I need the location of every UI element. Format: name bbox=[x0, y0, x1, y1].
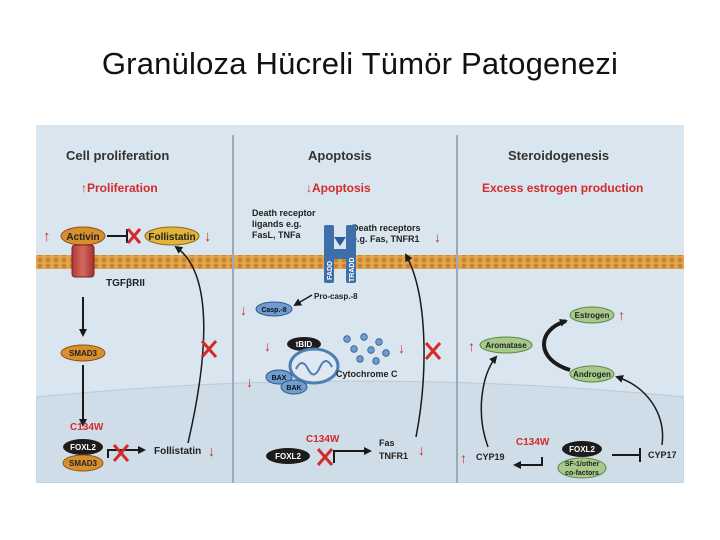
aromatase-label: Aromatase bbox=[485, 341, 527, 350]
tgfbrii-receptor bbox=[71, 244, 95, 278]
estrogen-pill bbox=[569, 306, 615, 324]
activin-label: Activin bbox=[66, 232, 99, 243]
down-arrow-tbid: ↓ bbox=[264, 338, 271, 354]
down-arrow-death-receptors: ↓ bbox=[434, 229, 441, 245]
effect-apoptosis: ↓Apoptosis bbox=[306, 181, 371, 195]
androgen-pill bbox=[569, 365, 615, 383]
header-steroidogenesis: Steroidogenesis bbox=[508, 148, 609, 163]
tbid-label: tBID bbox=[296, 340, 313, 349]
cytochrome-c-dots bbox=[343, 333, 390, 365]
bak-label: BAK bbox=[286, 385, 301, 392]
aromatase-pill bbox=[479, 336, 533, 354]
tnfr1-gene-label: TNFR1 bbox=[379, 451, 408, 461]
red-x-fas-gene bbox=[316, 448, 334, 466]
mitochondrion-icon bbox=[288, 347, 340, 385]
nucleus-membrane bbox=[36, 380, 684, 483]
up-arrow-activin: ↑ bbox=[43, 228, 51, 245]
pathogenesis-diagram: Cell proliferation ↑Proliferation ↑ Acti… bbox=[36, 125, 684, 483]
arrow-cyp19-to-aromatase bbox=[480, 355, 498, 448]
smad3-pill bbox=[60, 344, 106, 362]
smad3-label: SMAD3 bbox=[69, 349, 98, 358]
conversion-arrow bbox=[542, 318, 571, 372]
foxl2-pill-1 bbox=[63, 439, 103, 455]
bax-pill bbox=[265, 369, 293, 385]
foxl2-label-2: FOXL2 bbox=[275, 452, 301, 461]
cyp17-label: CYP17 bbox=[648, 450, 677, 460]
header-cell-proliferation: Cell proliferation bbox=[66, 148, 169, 163]
follistatin-gene-label: Follistatin bbox=[154, 446, 201, 457]
cytochrome-label: Cytochrome C bbox=[336, 369, 398, 379]
cofactor-pill bbox=[557, 457, 607, 479]
foxl2-label-3: FOXL2 bbox=[569, 445, 595, 454]
death-ligand-icon bbox=[334, 237, 346, 246]
cell-membrane bbox=[36, 255, 684, 269]
procasp-label: Pro-casp.-8 bbox=[314, 292, 358, 301]
feedback-arrow-death-receptors bbox=[405, 253, 425, 438]
tbid-pill bbox=[287, 337, 321, 351]
androgen-label: Androgen bbox=[573, 370, 611, 379]
up-arrow-cyp19: ↑ bbox=[460, 450, 467, 466]
red-x-follistatin-gene bbox=[112, 444, 130, 462]
foxl2-pill-2 bbox=[266, 448, 310, 464]
ligands-label-1: Death receptor bbox=[252, 208, 316, 218]
mitochondrion-cristae bbox=[295, 360, 333, 376]
ligands-label-2: ligands e.g. bbox=[252, 219, 302, 229]
promoter-arrow-3 bbox=[513, 457, 543, 469]
ligands-label-3: FasL, TNFa bbox=[252, 230, 302, 240]
down-arrow-cytochrome: ↓ bbox=[398, 340, 405, 356]
down-arrow-follistatin: ↓ bbox=[204, 228, 212, 245]
red-x-feedback-1 bbox=[200, 340, 218, 358]
bax-label: BAX bbox=[272, 375, 287, 382]
foxl2-pill-3 bbox=[562, 441, 602, 457]
header-apoptosis: Apoptosis bbox=[308, 148, 372, 163]
mutation-c134w-2: C134W bbox=[306, 434, 340, 445]
feedback-arrow-follistatin bbox=[174, 245, 205, 444]
estrogen-label: Estrogen bbox=[575, 311, 610, 320]
bak-pill bbox=[280, 379, 308, 395]
down-arrow-follistatin-gene: ↓ bbox=[208, 443, 215, 459]
arrow-procasp-to-casp8 bbox=[293, 294, 313, 307]
arrow-cyp17-to-androgen bbox=[615, 375, 664, 446]
fadd-label: FADD bbox=[327, 261, 334, 280]
down-arrow-casp8: ↓ bbox=[240, 302, 247, 318]
promoter-arrow-2 bbox=[333, 447, 372, 463]
follistatin-label: Follistatin bbox=[148, 232, 195, 243]
smad3-nucleus-label: SMAD3 bbox=[69, 459, 98, 468]
down-arrow-bax: ↓ bbox=[246, 374, 253, 390]
receptors-label-2: e.g. Fas, TNFR1 bbox=[352, 234, 420, 244]
receptors-label-1: Death receptors bbox=[352, 223, 421, 233]
casp8-pill bbox=[255, 301, 293, 317]
promoter-arrow-1 bbox=[107, 446, 146, 458]
casp8-label: Casp.-8 bbox=[261, 307, 286, 314]
tradd-label: TRADD bbox=[349, 258, 356, 283]
death-receptor-base bbox=[324, 249, 356, 259]
red-x-activin bbox=[126, 228, 142, 244]
cofactor-label-1: SF-1/other bbox=[565, 461, 600, 468]
tgfbrii-label: TGFβRII bbox=[106, 278, 145, 289]
follistatin-pill bbox=[144, 226, 200, 246]
slide-title: Granüloza Hücreli Tümör Patogenezi bbox=[101, 46, 619, 81]
mutation-c134w-3: C134W bbox=[516, 437, 550, 448]
effect-estrogen: Excess estrogen production bbox=[482, 181, 643, 195]
red-x-feedback-2 bbox=[424, 342, 442, 360]
up-arrow-estrogen: ↑ bbox=[618, 307, 625, 323]
down-arrow-fas-gene: ↓ bbox=[418, 442, 425, 458]
up-arrow-aromatase: ↑ bbox=[468, 338, 475, 354]
foxl2-label-1: FOXL2 bbox=[70, 443, 96, 452]
smad3-nucleus-pill bbox=[62, 454, 104, 472]
cyp19-label: CYP19 bbox=[476, 452, 505, 462]
cofactor-label-2: co-factors bbox=[565, 470, 599, 477]
fas-gene-label: Fas bbox=[379, 438, 395, 448]
effect-proliferation: ↑Proliferation bbox=[81, 181, 158, 195]
mutation-c134w-1: C134W bbox=[70, 422, 104, 433]
